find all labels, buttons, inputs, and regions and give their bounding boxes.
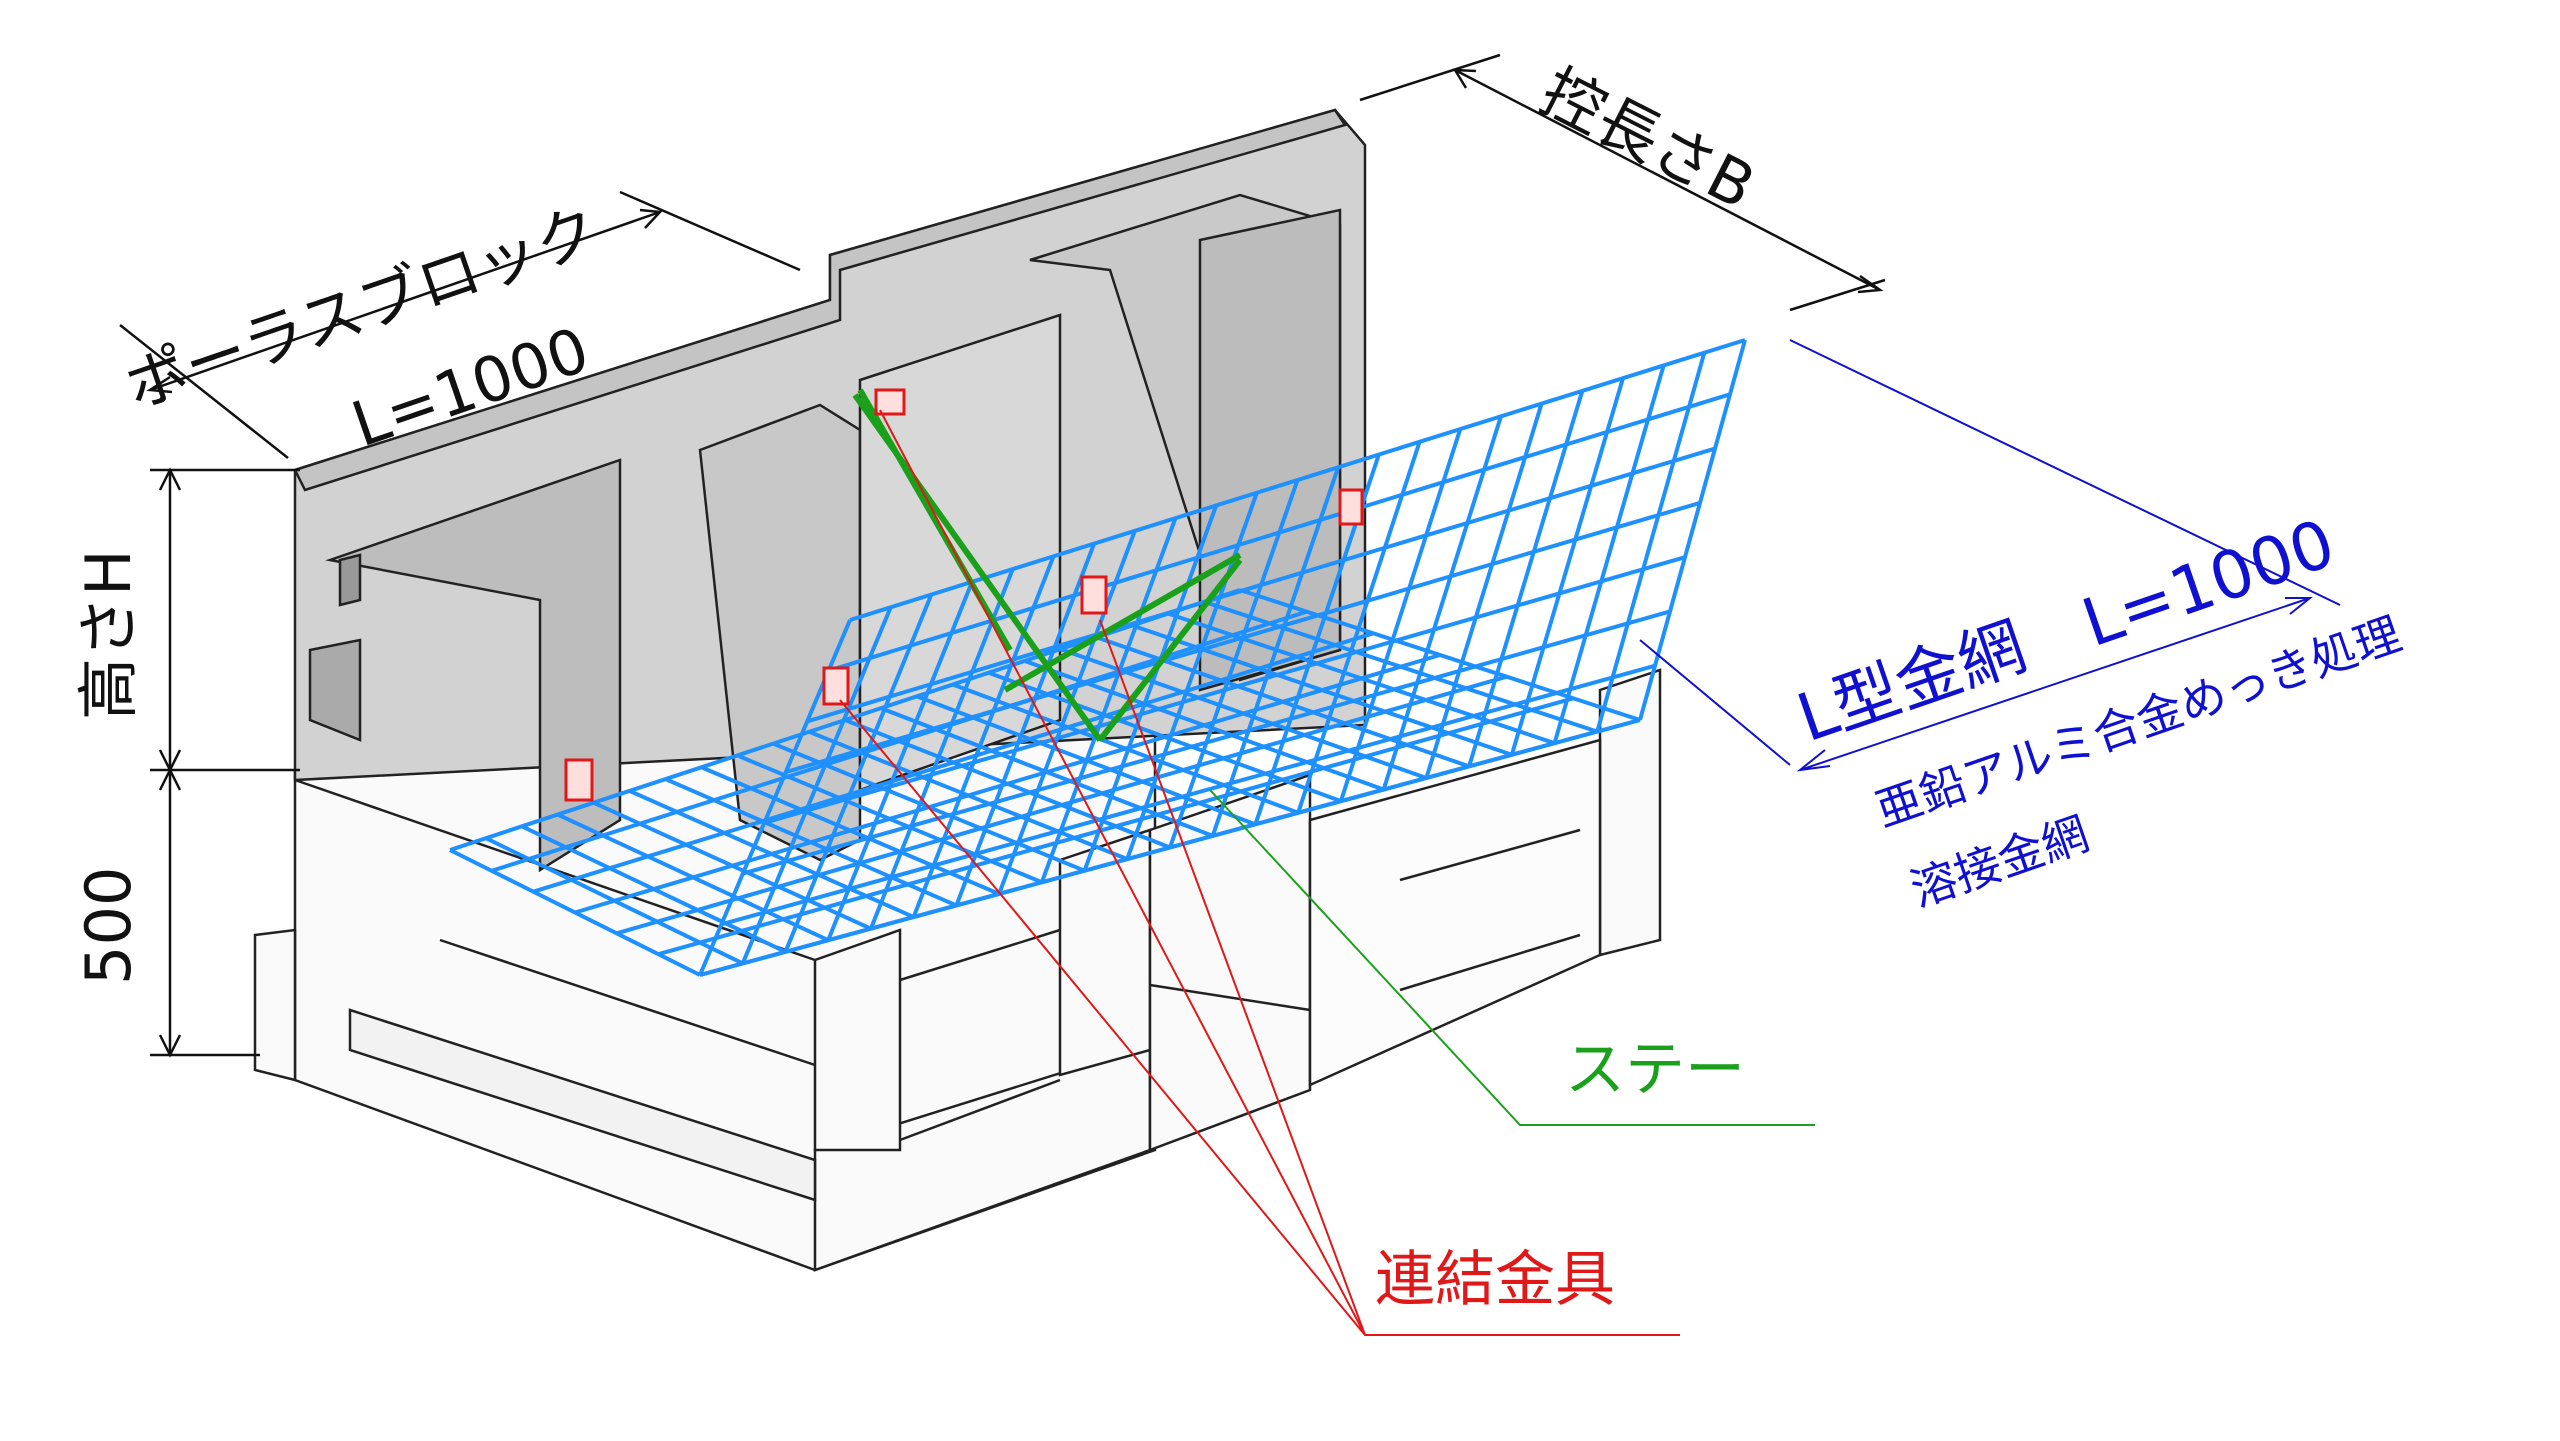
height-h-label: 高さH xyxy=(72,549,145,720)
mesh-wire xyxy=(954,542,1096,907)
mesh-wire xyxy=(742,609,1671,876)
base-height-label: 500 xyxy=(72,866,145,985)
mesh-wire xyxy=(826,581,974,941)
mesh-wire xyxy=(532,631,1374,894)
mesh-wire xyxy=(1509,377,1625,756)
mesh-wire xyxy=(657,696,1574,957)
mesh-wire xyxy=(1210,466,1341,837)
welded-mesh xyxy=(449,338,1747,977)
mesh-wire xyxy=(827,392,1731,673)
mesh-wire xyxy=(1595,352,1707,733)
stay-label: ステー xyxy=(1565,1035,1745,1105)
mesh-wire xyxy=(783,593,934,953)
connector-mark xyxy=(1338,488,1364,526)
mesh-wire xyxy=(491,609,1308,873)
mesh-wire xyxy=(911,555,1056,918)
connector-mark xyxy=(1080,575,1108,615)
connector-mark xyxy=(822,666,850,706)
mesh-wire xyxy=(806,446,1716,724)
mesh-wire xyxy=(1125,492,1259,860)
mesh-wire xyxy=(1424,403,1544,779)
mesh-wire xyxy=(1638,339,1747,721)
mesh-wire xyxy=(1168,479,1300,849)
mesh-wire xyxy=(720,663,1656,927)
connectors xyxy=(564,388,1364,802)
mesh-wire xyxy=(763,555,1686,825)
mesh-wire xyxy=(699,718,1641,977)
dimension-lines xyxy=(119,53,1886,1058)
mesh-wire xyxy=(1296,441,1422,814)
leader-lines xyxy=(839,409,1815,1336)
mesh-wire xyxy=(849,338,1746,622)
connector-label: 連結金具 xyxy=(1375,1245,1615,1315)
stay-bars xyxy=(852,388,1243,742)
mesh-wire xyxy=(1381,415,1503,791)
mesh-wire xyxy=(1339,428,1463,802)
mesh-wire xyxy=(1552,364,1666,744)
mesh-wire xyxy=(616,674,1508,936)
mesh-wire xyxy=(869,568,1015,930)
mesh-wire xyxy=(997,530,1137,895)
mesh-wire xyxy=(1082,504,1219,872)
connector-mark xyxy=(564,758,594,802)
mesh-wire xyxy=(785,500,1701,775)
mesh-wire xyxy=(1039,517,1178,883)
mesh-wire xyxy=(1467,390,1585,767)
mesh-dimension xyxy=(1639,339,2341,772)
mesh-wire xyxy=(740,606,893,965)
